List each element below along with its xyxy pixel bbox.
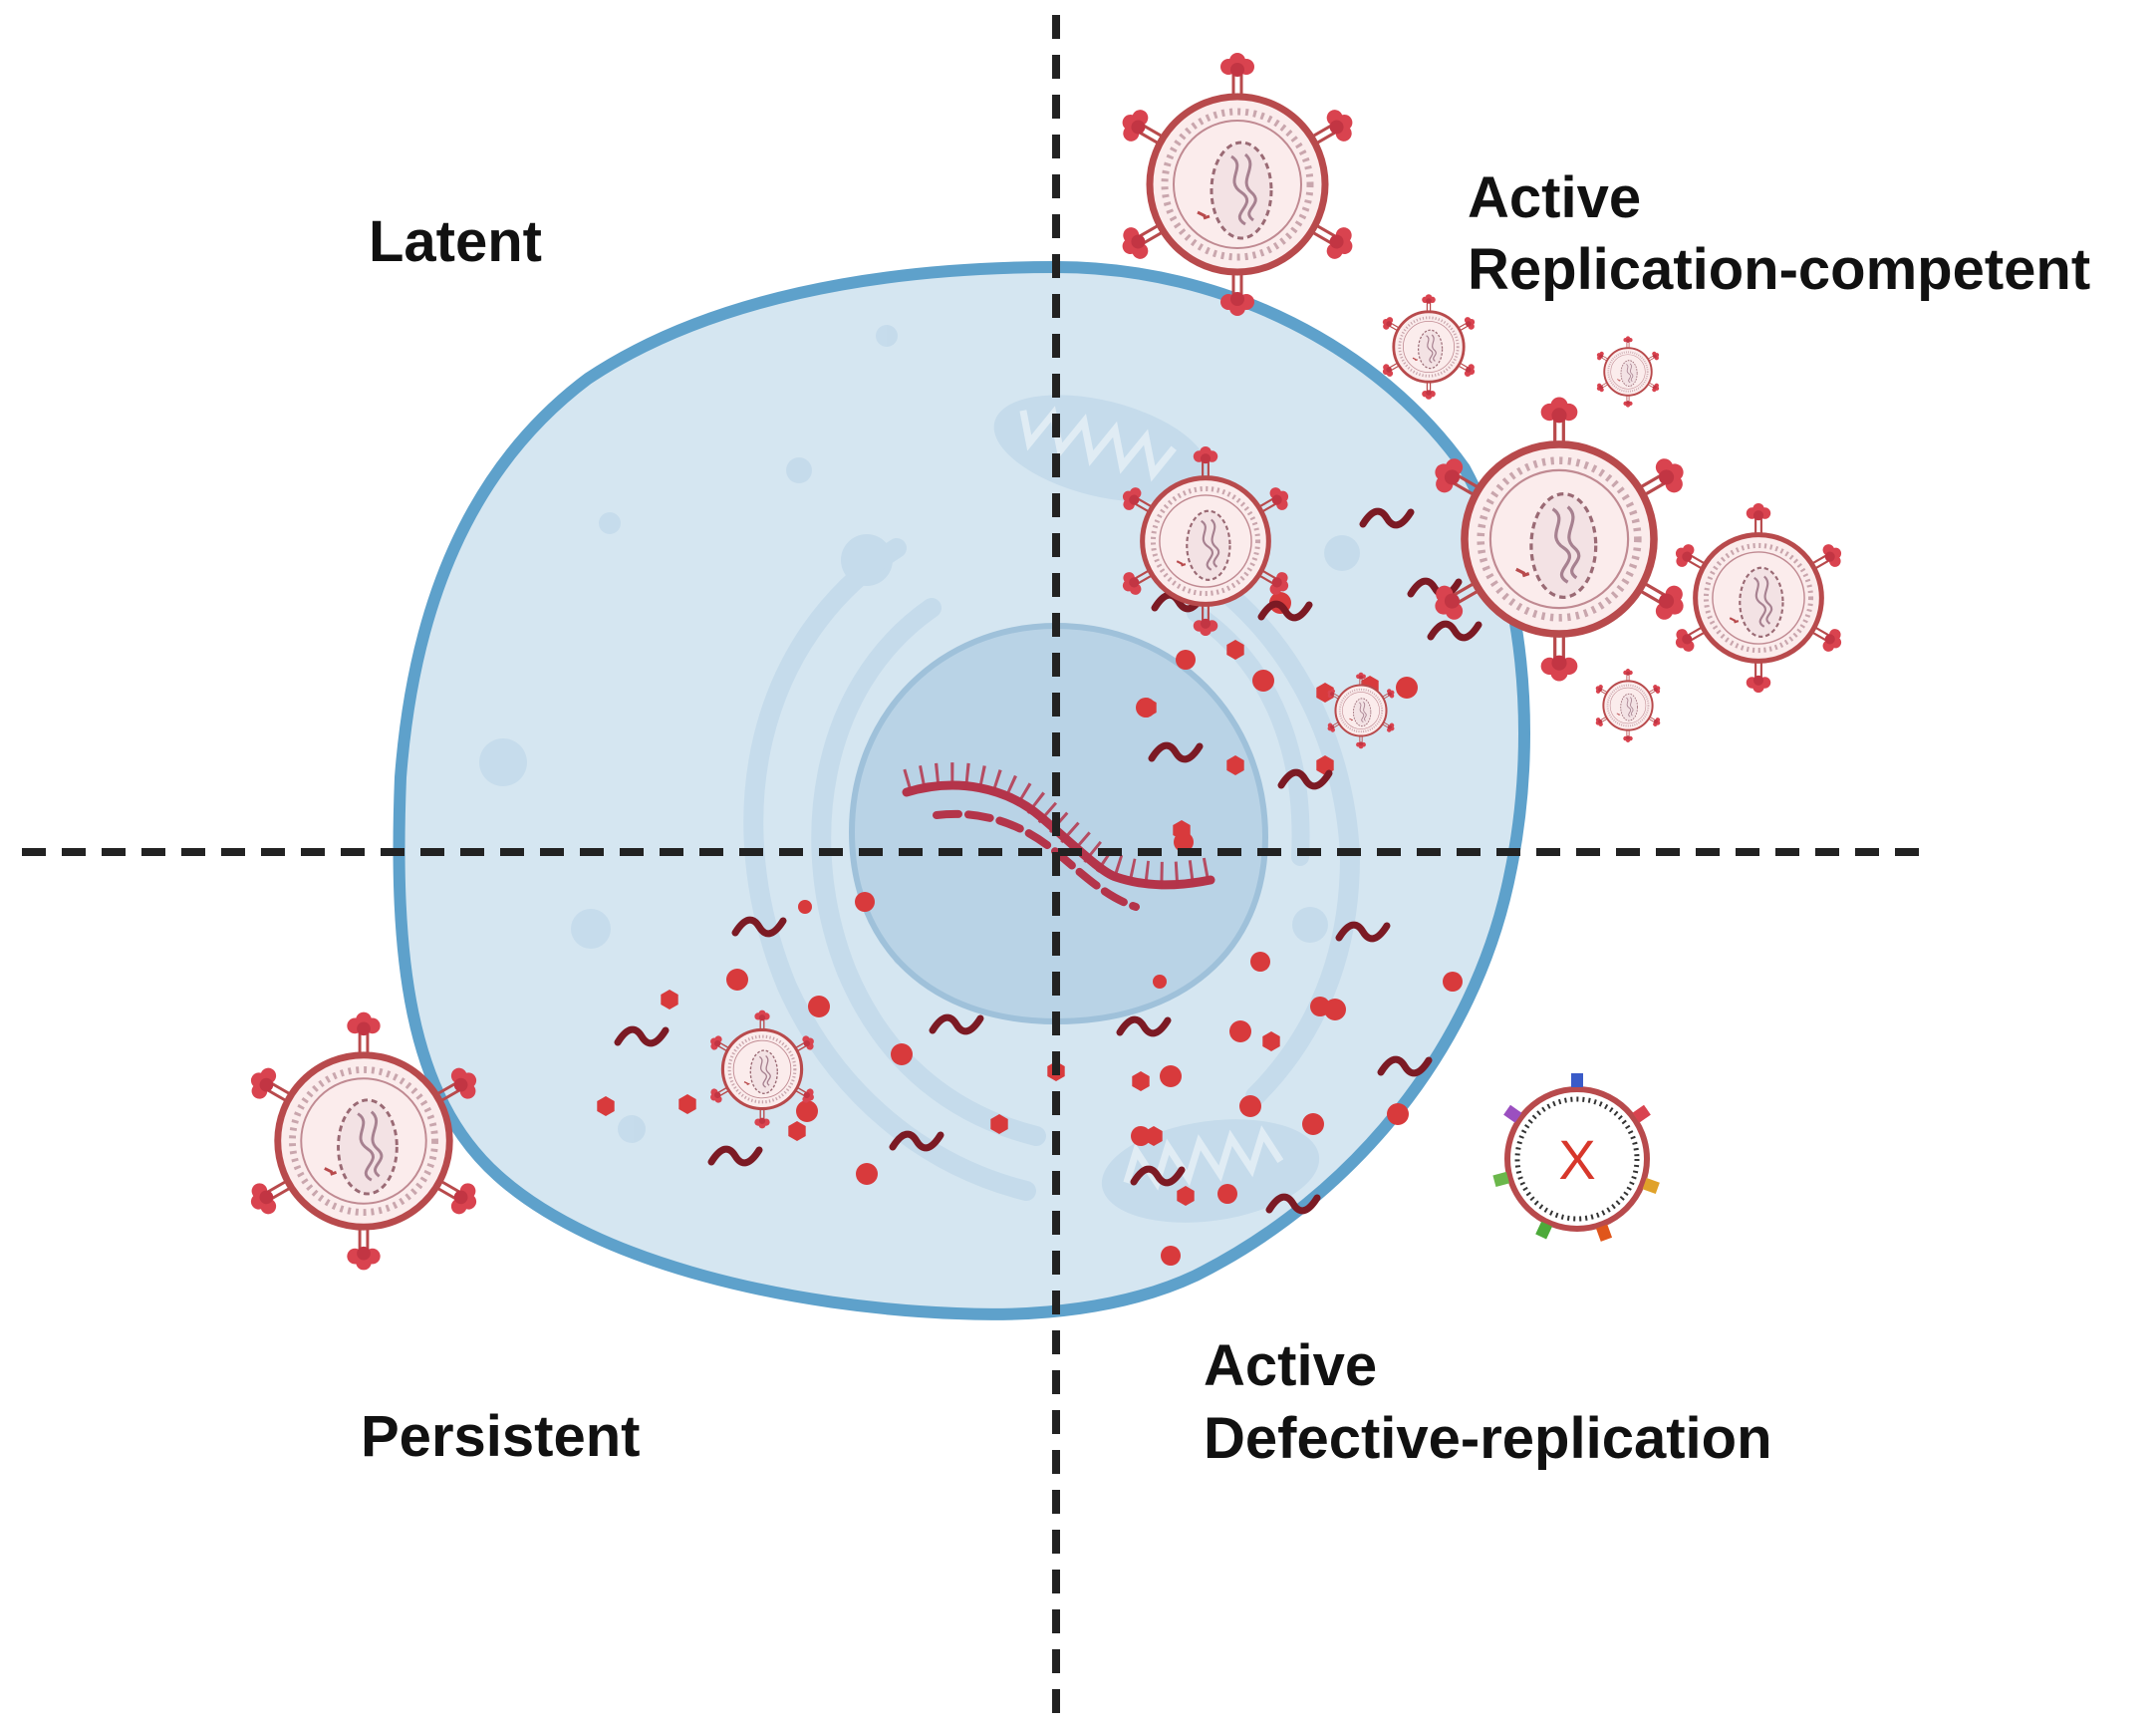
mitochondrion-icon [993, 395, 1209, 502]
active-competent-label-line1: Active [1468, 165, 1641, 230]
virion-icon [1595, 336, 1661, 407]
viral-rna-icon [902, 762, 1215, 911]
virion-icon [1671, 503, 1847, 693]
defective-virion-icon: X [1492, 1073, 1660, 1242]
defective-mark: X [1558, 1128, 1595, 1191]
cell-organelles [479, 325, 1361, 1223]
viral-proteins [726, 592, 1463, 1266]
persistent-label: Persistent [361, 1404, 640, 1469]
quadrant-dividers [22, 15, 1928, 1729]
latent-label: Latent [369, 209, 542, 274]
virion-icon [1594, 669, 1663, 742]
active-defective-label-line1: Active [1204, 1333, 1377, 1398]
active-competent-label-line2: Replication-competent [1468, 237, 2090, 302]
active-defective-label-line2: Defective-replication [1204, 1406, 1772, 1471]
